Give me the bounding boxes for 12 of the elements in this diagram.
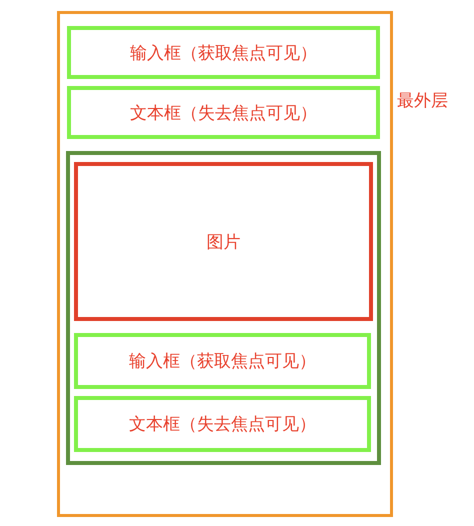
- input-box: [74, 333, 371, 389]
- text-box: [74, 396, 371, 452]
- box-label: 输入框（获取焦点可见）: [129, 42, 318, 64]
- layer-label: 最外层: [397, 90, 448, 112]
- input-box: [67, 26, 380, 79]
- image-box: [74, 162, 373, 321]
- box-label: 图片: [206, 231, 242, 253]
- box-label: 文本框（失去焦点可见）: [129, 102, 318, 124]
- box-label: 输入框（获取焦点可见）: [128, 350, 317, 372]
- container-box: [66, 151, 381, 465]
- box-label: 文本框（失去焦点可见）: [128, 414, 317, 436]
- text-box: [67, 86, 380, 139]
